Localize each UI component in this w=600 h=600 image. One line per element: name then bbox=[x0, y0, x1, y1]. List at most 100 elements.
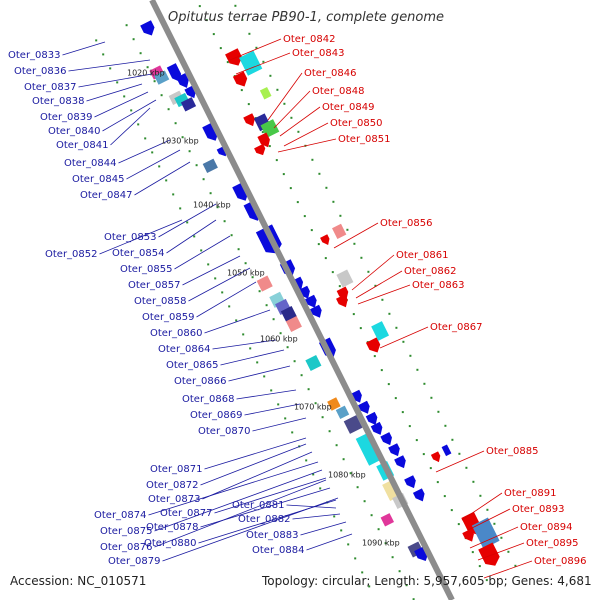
gene-label: Oter_0838 bbox=[32, 96, 85, 107]
gene-label: Oter_0843 bbox=[292, 48, 345, 59]
label-connector bbox=[300, 521, 347, 536]
gene-label: Oter_0866 bbox=[174, 376, 227, 387]
gene-label: Oter_0849 bbox=[322, 102, 375, 113]
gene-label: Oter_0863 bbox=[412, 280, 465, 291]
gene-box bbox=[441, 444, 452, 457]
label-connector bbox=[229, 38, 282, 61]
gene-arrow bbox=[394, 455, 406, 469]
label-connector bbox=[483, 560, 533, 579]
gene-box bbox=[285, 315, 302, 333]
gene-box bbox=[202, 158, 218, 173]
gene-label: Oter_0891 bbox=[504, 488, 557, 499]
gene-label: Oter_0864 bbox=[158, 344, 211, 355]
gene-label: Oter_0877 bbox=[160, 508, 213, 519]
gene-label: Oter_0833 bbox=[8, 50, 61, 61]
label-connector bbox=[477, 542, 525, 561]
label-connector bbox=[435, 450, 485, 473]
gene-label: Oter_0859 bbox=[142, 312, 195, 323]
gene-arrow bbox=[336, 294, 348, 308]
label-connector bbox=[86, 83, 143, 102]
gene-label: Oter_0869 bbox=[190, 410, 243, 421]
label-connectors bbox=[62, 38, 533, 579]
gene-label: Oter_0871 bbox=[150, 464, 203, 475]
gene-arrow bbox=[404, 475, 416, 489]
gene-box bbox=[239, 50, 263, 76]
gene-box bbox=[154, 70, 170, 85]
gene-label: Oter_0836 bbox=[14, 66, 67, 77]
gene-label: Oter_0840 bbox=[48, 126, 101, 137]
scale-tick-label: 1040 kbp bbox=[193, 201, 231, 210]
label-connector bbox=[126, 149, 181, 180]
gene-box bbox=[380, 513, 395, 527]
gene-arrow bbox=[320, 234, 330, 245]
gene-box bbox=[180, 97, 197, 112]
gene-label: Oter_0870 bbox=[198, 426, 251, 437]
label-connector bbox=[252, 417, 307, 432]
scale-tick-label: 1030 kbp bbox=[161, 137, 199, 146]
label-connector bbox=[267, 72, 303, 121]
label-connector bbox=[461, 492, 503, 521]
scale-tick-label: 1070 kbp bbox=[294, 403, 332, 412]
gene-label: Oter_0885 bbox=[486, 446, 539, 457]
gene-label: Oter_0860 bbox=[150, 328, 203, 339]
gene-arrow bbox=[478, 542, 500, 566]
topology-text: Topology: circular; Length: 5,957,605 bp… bbox=[262, 574, 592, 588]
gene-label: Oter_0881 bbox=[232, 500, 285, 511]
label-connector bbox=[118, 139, 171, 164]
gene-label: Oter_0852 bbox=[45, 249, 98, 260]
gene-box bbox=[259, 86, 272, 100]
gene-label: Oter_0875 bbox=[100, 526, 153, 537]
label-connector bbox=[62, 41, 106, 56]
gene-label: Oter_0848 bbox=[312, 86, 365, 97]
gene-label: Oter_0837 bbox=[24, 82, 77, 93]
gene-label: Oter_0844 bbox=[64, 158, 117, 169]
gene-label: Oter_0874 bbox=[94, 510, 147, 521]
label-connector bbox=[196, 281, 257, 318]
gene-label: Oter_0867 bbox=[430, 322, 483, 333]
label-connector bbox=[292, 513, 341, 520]
scale-tick-label: 1060 kbp bbox=[260, 335, 298, 344]
gene-label: Oter_0882 bbox=[238, 514, 291, 525]
label-connector bbox=[174, 235, 231, 270]
label-connector bbox=[78, 73, 153, 88]
label-connector bbox=[68, 59, 151, 72]
label-connector bbox=[467, 508, 511, 531]
label-connector bbox=[110, 107, 151, 146]
gene-arrow bbox=[305, 294, 317, 308]
gene-arrow bbox=[388, 443, 400, 457]
label-connector bbox=[236, 389, 297, 400]
gene-label: Oter_0884 bbox=[252, 545, 305, 556]
gene-label: Oter_0846 bbox=[304, 68, 357, 79]
gene-label: Oter_0862 bbox=[404, 266, 457, 277]
gene-label: Oter_0878 bbox=[146, 522, 199, 533]
scale-tick-label: 1090 kbp bbox=[362, 539, 400, 548]
label-connector bbox=[202, 451, 313, 500]
gene-label: Oter_0839 bbox=[40, 112, 93, 123]
gene-label: Oter_0895 bbox=[526, 538, 579, 549]
gene-arrow bbox=[358, 400, 370, 414]
gene-label: Oter_0851 bbox=[338, 134, 391, 145]
label-connector bbox=[154, 479, 327, 548]
label-connector bbox=[306, 533, 353, 551]
gene-label: Oter_0879 bbox=[108, 556, 161, 567]
label-connector bbox=[214, 477, 327, 514]
accession-text: Accession: NC_010571 bbox=[10, 574, 147, 588]
gene-label: Oter_0842 bbox=[283, 34, 336, 45]
gene-box bbox=[305, 354, 322, 372]
gene-label: Oter_0872 bbox=[146, 480, 199, 491]
gene-label: Oter_0850 bbox=[330, 118, 383, 129]
gene-arrow bbox=[412, 488, 425, 502]
label-connector bbox=[357, 284, 411, 305]
gene-label: Oter_0865 bbox=[166, 360, 219, 371]
gene-label: Oter_0876 bbox=[100, 542, 153, 553]
label-connector bbox=[379, 326, 429, 349]
gene-arrow bbox=[365, 337, 381, 353]
scale-tick-label: 1080 kbp bbox=[328, 471, 366, 480]
gene-box bbox=[336, 269, 354, 288]
gene-arrow bbox=[225, 48, 243, 66]
gene-label: Oter_0853 bbox=[104, 232, 157, 243]
gene-label: Oter_0856 bbox=[380, 218, 433, 229]
gene-arrow bbox=[232, 71, 248, 87]
label-connector bbox=[99, 219, 183, 255]
